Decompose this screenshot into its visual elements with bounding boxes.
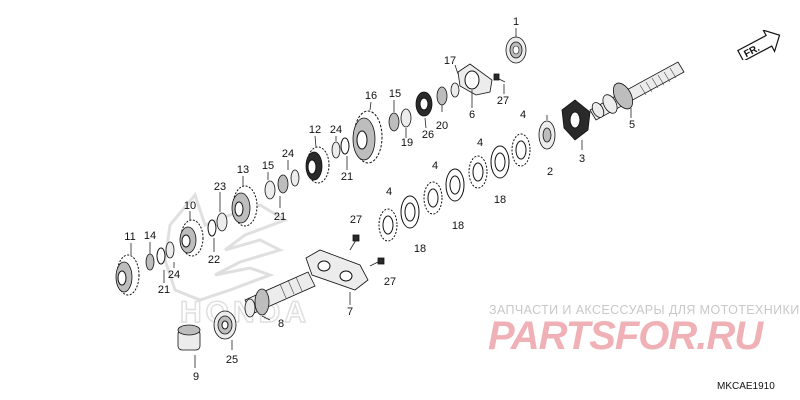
part-label: 25 — [226, 354, 238, 366]
part-label: 27 — [384, 276, 396, 288]
front-direction-marker: FR. — [736, 29, 786, 65]
part-label: 14 — [144, 230, 156, 242]
part-label: 11 — [124, 231, 135, 243]
bearing-plate-part-6 — [457, 63, 493, 96]
collar-part-9 — [177, 324, 201, 351]
part-label: 20 — [436, 120, 448, 132]
hub-part-3 — [561, 99, 591, 141]
part-label: 18 — [494, 194, 506, 206]
countershaft-part-8 — [244, 271, 316, 318]
part-label: 22 — [208, 254, 220, 266]
part-label: 3 — [579, 153, 585, 165]
part-label: 15 — [262, 160, 274, 172]
collars-upper — [388, 82, 460, 132]
gear-part-10 — [179, 219, 204, 257]
watermark-brand: PARTSFOR.RU — [488, 314, 763, 358]
part-label: 2 — [547, 166, 553, 178]
part-labels: 1 2 3 4 4 4 4 4 5 6 7 8 9 10 11 12 13 14… — [124, 16, 635, 383]
part-label: 7 — [347, 306, 353, 318]
part-label: 24 — [282, 148, 294, 160]
part-label: 8 — [278, 318, 284, 330]
part-label: 24 — [168, 269, 180, 281]
part-label: 10 — [184, 200, 196, 212]
washer-part-2 — [538, 120, 556, 150]
part-label: 16 — [365, 90, 377, 102]
part-label: 18 — [414, 243, 426, 255]
bolt-part-27-b — [349, 234, 360, 251]
bolt-part-27-a — [493, 73, 506, 83]
part-label: 27 — [497, 95, 509, 107]
part-label: 1 — [513, 16, 519, 28]
part-label: 4 — [432, 160, 438, 172]
part-label: 18 — [452, 220, 464, 232]
part-label: 21 — [274, 211, 286, 223]
part-label: 17 — [444, 55, 456, 67]
part-label: 19 — [401, 137, 413, 149]
gear-part-12 — [305, 146, 330, 184]
part-label: 15 — [389, 88, 401, 100]
svg-text:HONDA: HONDA — [180, 296, 310, 329]
washers-13 — [207, 212, 228, 237]
plate-part-7 — [305, 249, 369, 291]
part-label: 24 — [330, 124, 342, 136]
part-label: 26 — [422, 129, 434, 141]
leader-lines — [130, 28, 632, 368]
part-label: 6 — [469, 109, 475, 121]
part-label: 13 — [237, 164, 249, 176]
mainshaft — [589, 61, 685, 121]
part-label: 4 — [477, 137, 483, 149]
plates-group — [378, 133, 531, 242]
gear-part-16 — [352, 110, 383, 164]
honda-wing-logo: HONDA — [163, 191, 310, 330]
part-label: 9 — [193, 371, 199, 383]
part-label: 5 — [629, 119, 635, 131]
part-label: 23 — [214, 181, 226, 193]
front-arrow-icon: FR. — [737, 29, 781, 62]
washers-10 — [145, 241, 175, 271]
part-label: 27 — [350, 214, 362, 226]
part-label: 12 — [309, 124, 321, 136]
gear-part-13 — [231, 185, 258, 227]
bearing-part-1 — [505, 36, 527, 64]
part-label: 4 — [520, 109, 526, 121]
bolt-part-27-c — [369, 257, 385, 267]
part-label: 21 — [158, 284, 170, 296]
diagram-code: MKCAE1910 — [717, 381, 775, 392]
bearing-part-25 — [213, 310, 237, 340]
washers-12 — [264, 137, 350, 200]
part-label: 4 — [386, 186, 392, 198]
part-label: 21 — [341, 171, 353, 183]
watermark-caption: ЗАПЧАСТИ И АКСЕССУАРЫ ДЛЯ МОТОТЕХНИКИ — [489, 303, 800, 317]
gear-part-11 — [115, 254, 140, 296]
